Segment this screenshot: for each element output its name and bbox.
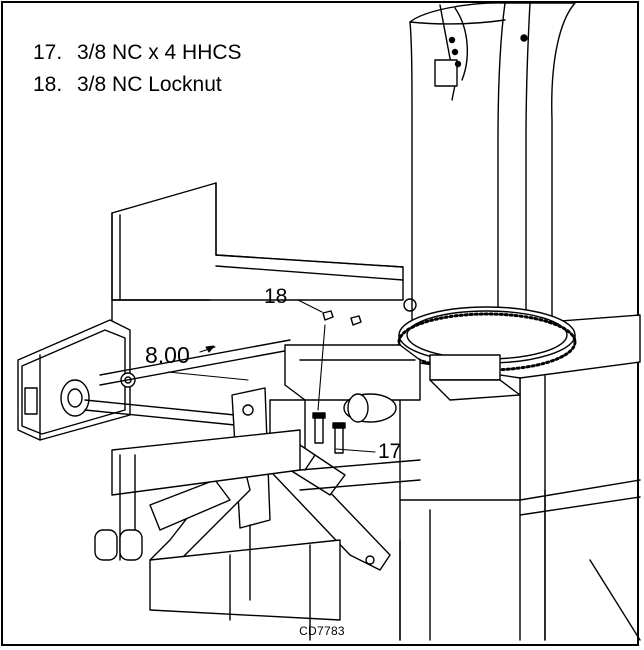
drive-shaft	[84, 339, 291, 426]
figure-code: CD7783	[299, 624, 345, 638]
callout-locknut: 18	[264, 285, 288, 308]
legend-item-label: 3/8 NC Locknut	[77, 73, 222, 96]
hitch-plates	[149, 387, 391, 576]
leader-lines	[167, 299, 376, 453]
locknut-left	[322, 310, 334, 321]
bearing-bracket	[17, 319, 136, 441]
legend-item-18: 18. 3/8 NC Locknut	[33, 69, 242, 101]
mounting-channel	[269, 344, 421, 451]
rear-housing	[111, 182, 404, 346]
legend-item-17: 17. 3/8 NC x 4 HHCS	[33, 37, 242, 69]
lower-frame	[94, 429, 421, 641]
chute-rotation-ring	[397, 298, 577, 401]
discharge-chute	[409, 2, 576, 336]
legend-item-number: 17.	[33, 41, 63, 64]
legend-item-number: 18.	[33, 73, 63, 96]
dimension-label: 8.00	[145, 342, 190, 368]
locknut-right	[350, 315, 362, 326]
bolt-left	[314, 414, 324, 444]
hardware	[312, 310, 362, 454]
callout-bolt: 17	[378, 440, 402, 463]
parts-legend: 17. 3/8 NC x 4 HHCS 18. 3/8 NC Locknut	[33, 37, 242, 101]
legend-item-label: 3/8 NC x 4 HHCS	[77, 41, 242, 64]
